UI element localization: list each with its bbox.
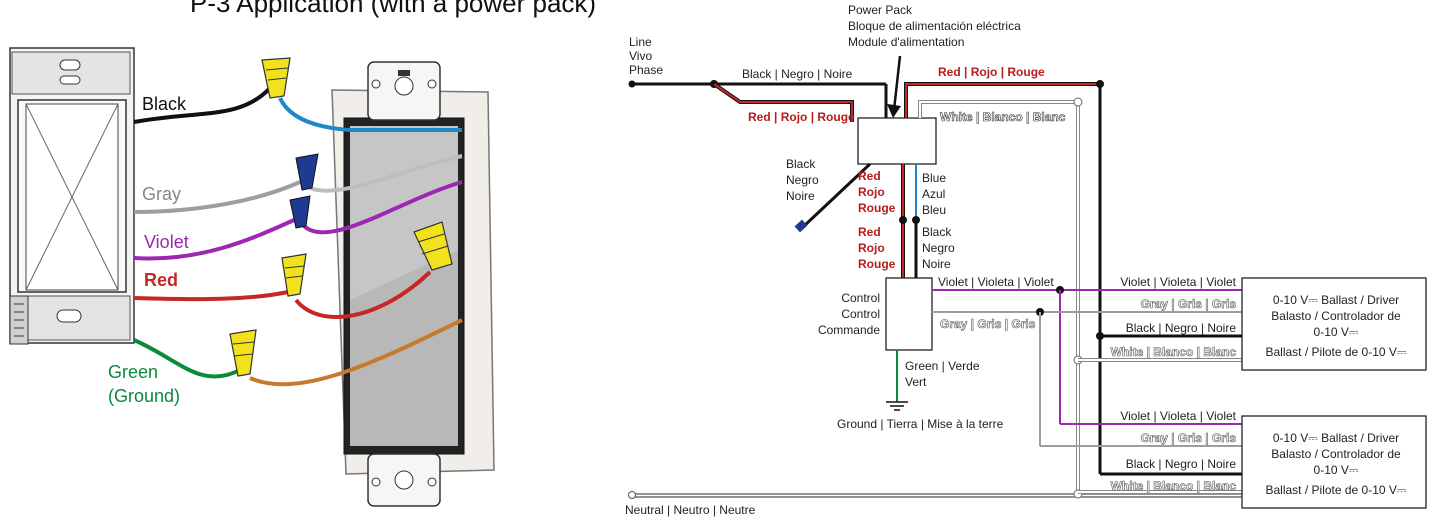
violet-ctrl-label: Violet | Violeta | Violet xyxy=(938,275,1054,289)
control-label-1: Control xyxy=(841,291,880,305)
red-top-label: Red | Rojo | Rouge xyxy=(938,65,1045,79)
control-box xyxy=(885,277,933,351)
ballast-1-white: White | Blanco | Blanc xyxy=(1111,345,1237,359)
red-vertical-1c: Rouge xyxy=(858,201,896,215)
ballast-2-white: White | Blanco | Blanc xyxy=(1111,479,1237,493)
red-vertical-2a: Red xyxy=(858,225,881,239)
ballast-1-text-2: Balasto / Controlador de xyxy=(1271,309,1401,323)
control-label-2: Control xyxy=(841,307,880,321)
red-vertical-2b: Rojo xyxy=(858,241,885,255)
power-pack-label-1: Power Pack xyxy=(848,3,913,17)
orange-wire xyxy=(249,318,463,387)
power-pack-label-3: Module d'alimentation xyxy=(848,35,964,49)
neutral-terminal xyxy=(628,491,636,499)
gray-wire xyxy=(133,180,301,214)
ballast-2-text-4: Ballast / Pilote de 0-10 V⎓ xyxy=(1266,483,1407,497)
green-label-1: Green | Verde xyxy=(905,359,980,373)
black-vertical-2: Negro xyxy=(922,241,955,255)
blue-wire xyxy=(278,97,462,132)
black-top-label: Black | Negro | Noire xyxy=(742,67,853,81)
ballast-2 xyxy=(1241,415,1427,509)
red-vertical-2c: Rouge xyxy=(858,257,896,271)
control-label-3: Commande xyxy=(818,323,880,337)
ballast-2-gray: Gray | Gris | Gris xyxy=(1141,431,1237,445)
red-wire xyxy=(133,290,289,302)
green-label-2: Vert xyxy=(905,375,927,389)
ballast-2-text-2: Balasto / Controlador de xyxy=(1271,447,1401,461)
power-pack-label-2: Bloque de alimentación eléctrica xyxy=(848,19,1021,33)
wire-nut-yellow-1 xyxy=(261,57,291,99)
wire-nut-blue-1 xyxy=(295,153,319,191)
ballast-1-text-4: Ballast / Pilote de 0-10 V⎓ xyxy=(1266,345,1407,359)
dimmer-switch xyxy=(9,47,135,345)
line-label-2: Vivo xyxy=(629,49,652,63)
ballast-1-text-3: 0-10 V⎓ xyxy=(1314,325,1359,339)
red-vertical-1a: Red xyxy=(858,169,881,183)
violet-wire xyxy=(133,218,295,261)
blue-vertical-1: Blue xyxy=(922,171,946,185)
green-wire xyxy=(133,338,241,379)
black-lead-label-3: Noire xyxy=(786,189,815,203)
ballast-1-violet: Violet | Violeta | Violet xyxy=(1120,275,1236,289)
black-vertical-1: Black xyxy=(922,225,952,239)
wall-box xyxy=(331,61,495,507)
line-label-1: Line xyxy=(629,35,652,49)
white-top-label: White | Blanco | Blanc xyxy=(940,110,1066,124)
label-green: Green xyxy=(108,362,158,382)
ballast-2-text-3: 0-10 V⎓ xyxy=(1314,463,1359,477)
wiring-illustration: Black Gray Violet Red Green (Ground) xyxy=(9,47,495,507)
ballast-1-black: Black | Negro | Noire xyxy=(1126,321,1237,335)
line-label-3: Phase xyxy=(629,63,663,77)
gray-ctrl-label: Gray | Gris | Gris xyxy=(940,317,1036,331)
page-title: P-3 Application (with a power pack) xyxy=(190,0,597,18)
ballast-1-gray: Gray | Gris | Gris xyxy=(1141,297,1237,311)
ballast-2-violet: Violet | Violeta | Violet xyxy=(1120,409,1236,423)
ground-label: Ground | Tierra | Mise à la terre xyxy=(837,417,1004,431)
label-gray: Gray xyxy=(142,184,181,204)
red-left-label: Red | Rojo | Rouge xyxy=(748,110,855,124)
black-lead-label-1: Black xyxy=(786,157,816,171)
blue-vertical-2: Azul xyxy=(922,187,945,201)
label-ground: (Ground) xyxy=(108,386,180,406)
ballast-1-text-1: 0-10 V⎓ Ballast / Driver xyxy=(1273,293,1399,307)
label-black: Black xyxy=(142,94,187,114)
wire-nut-yellow-2 xyxy=(281,253,307,297)
black-lead-label-2: Negro xyxy=(786,173,819,187)
black-vertical-3: Noire xyxy=(922,257,951,271)
wire-nut-yellow-3 xyxy=(229,329,257,377)
label-violet: Violet xyxy=(144,232,189,252)
wire-nut-blue-2 xyxy=(289,195,311,229)
neutral-label: Neutral | Neutro | Neutre xyxy=(625,503,756,517)
label-red: Red xyxy=(144,270,178,290)
power-pack xyxy=(857,117,937,165)
red-vertical-1b: Rojo xyxy=(858,185,885,199)
wire-nut-yellow-4 xyxy=(413,221,453,271)
schematic: Line Vivo Phase Neutral | Neutro | Neutr… xyxy=(625,3,1427,517)
blue-vertical-3: Bleu xyxy=(922,203,946,217)
ballast-2-text-1: 0-10 V⎓ Ballast / Driver xyxy=(1273,431,1399,445)
black-wire xyxy=(133,86,272,124)
ballast-2-black: Black | Negro | Noire xyxy=(1126,457,1237,471)
ballast-1 xyxy=(1241,277,1427,371)
